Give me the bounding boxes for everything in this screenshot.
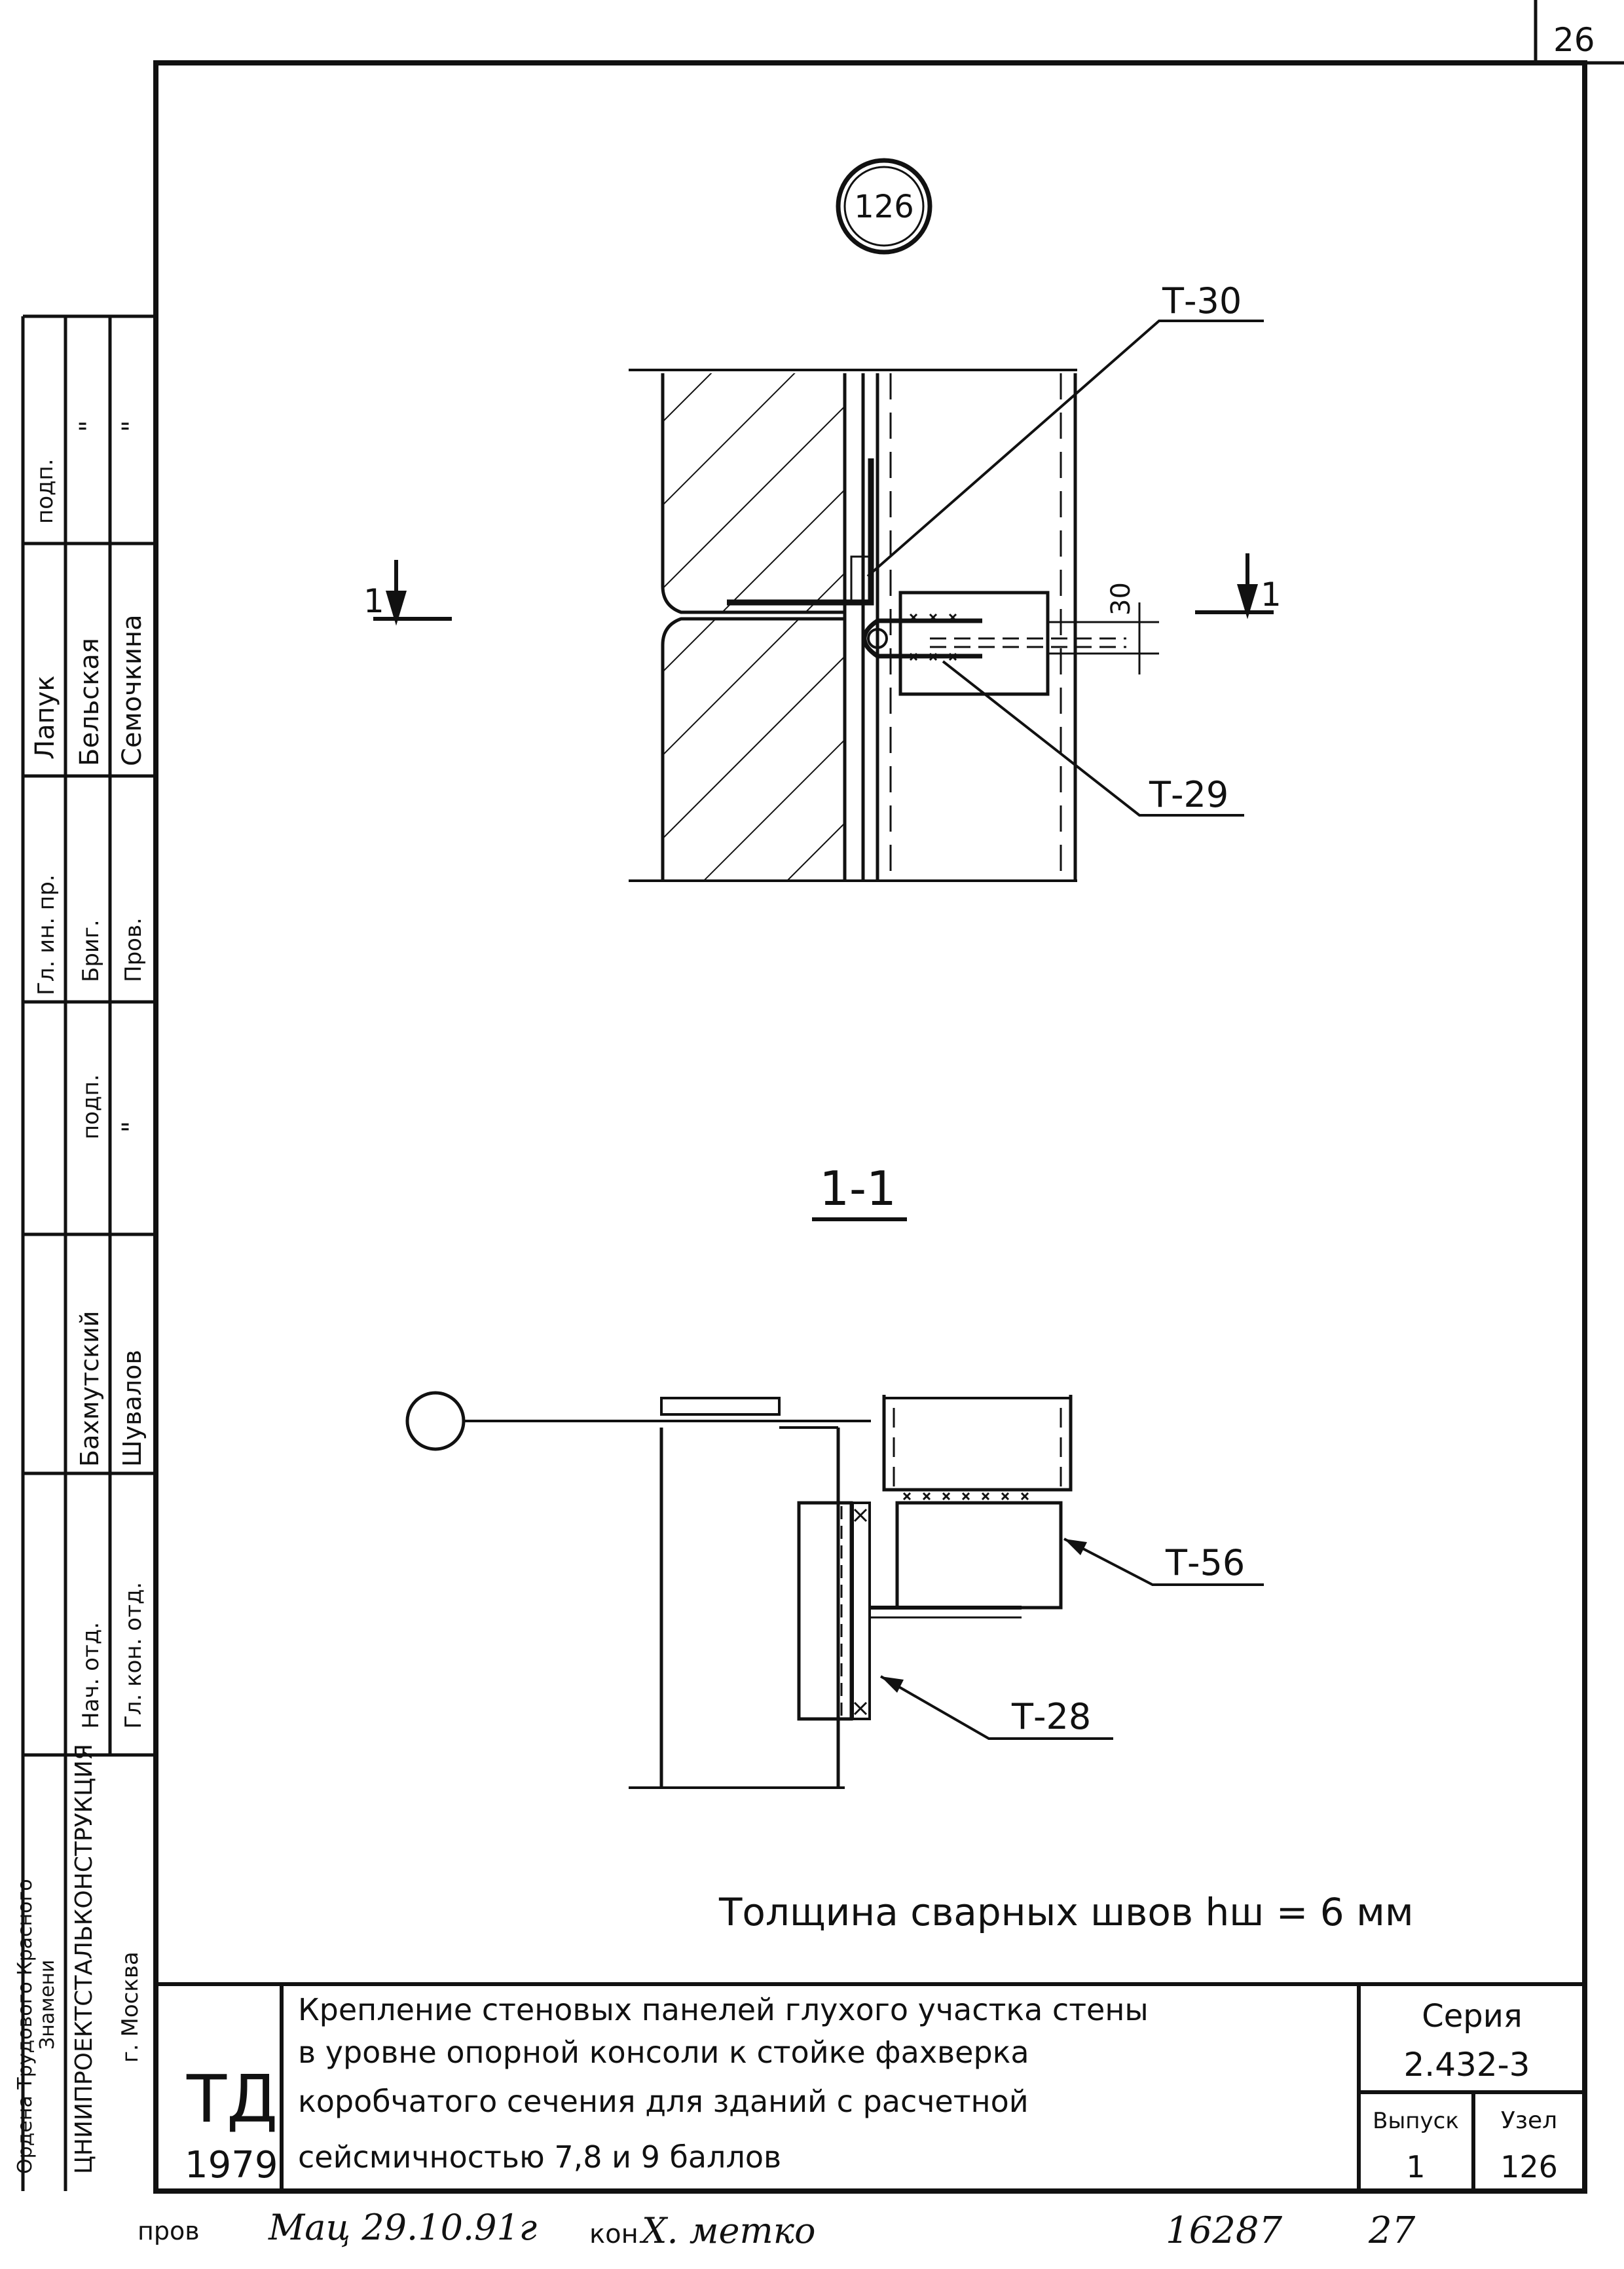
stamp-org-city: г. Москва: [117, 1951, 143, 2063]
title-code: ТД: [186, 2061, 278, 2137]
leader-lines-upper: [866, 320, 1264, 817]
footer-signature: Мац 29.10.91г: [268, 2207, 537, 2248]
callout-t30: Т-30: [1162, 280, 1242, 322]
stamp-ditto-1: ": [75, 420, 105, 432]
stamp-sign-label-2: подп.: [78, 1074, 104, 1139]
sheet-frame: [153, 0, 1624, 2194]
leader-arrows-lower: [881, 1539, 1087, 1693]
footer-sheet-number: 27: [1368, 2209, 1416, 2252]
stamp-org-name: ЦНИИПРОЕКТСТАЛЬКОНСТРУКЦИЯ: [71, 1744, 98, 2174]
issue-label: Выпуск: [1373, 2108, 1459, 2134]
stamp-ditto-3: ": [117, 1121, 147, 1133]
title-line-1: Крепление стеновых панелей глухого участ…: [298, 1992, 1149, 2027]
callout-t28: Т-28: [1011, 1696, 1091, 1737]
footer-check-label: пров: [138, 2217, 200, 2245]
title-year: 1979: [185, 2144, 278, 2186]
weld-marks-lower: [853, 1492, 1029, 1716]
callout-t56: Т-56: [1165, 1542, 1245, 1583]
node-callout-number: 126: [854, 189, 914, 225]
section-marker-left: [373, 560, 452, 626]
stamp-role-gl-kon-otd: Гл. кон. отд.: [120, 1582, 147, 1729]
title-block: [156, 1982, 1585, 2191]
node-callout: [836, 158, 932, 255]
series-value: 2.432-3: [1404, 2046, 1530, 2084]
stamp-org-line2: Знамени: [36, 1960, 59, 2050]
section-marker-right: [1195, 553, 1274, 619]
stamp-ditto-2: ": [117, 420, 147, 432]
weld-marks-upper: [909, 613, 957, 661]
stamp-name-semochkina: Семочкина: [117, 614, 147, 766]
callout-t29: Т-29: [1149, 774, 1228, 815]
lower-detail: [405, 1391, 1073, 1789]
side-stamp: [21, 314, 156, 2191]
stamp-name-belskaya: Бельская: [75, 638, 105, 766]
section-title: 1-1: [819, 1161, 896, 1216]
stamp-role-brig: Бриг.: [78, 919, 104, 982]
node-value: 126: [1500, 2149, 1558, 2185]
stamp-org-line1: Ордена Трудового Красного: [14, 1879, 37, 2174]
section-marker-right-label: 1: [1261, 576, 1282, 614]
stamp-name-bakhmutsky: Бахмутский: [75, 1311, 104, 1467]
leader-lines-lower: [880, 1538, 1264, 1740]
issue-value: 1: [1406, 2149, 1425, 2185]
section-marker-left-label: 1: [363, 582, 384, 620]
stamp-role-nach-otd: Нач. отд.: [78, 1622, 104, 1729]
page-number: 26: [1553, 21, 1595, 59]
footer-kon-label: кон: [589, 2219, 638, 2249]
series-label: Серия: [1422, 1998, 1522, 2035]
dimension-30: [1048, 602, 1159, 674]
stamp-role-prov: Пров.: [120, 917, 147, 982]
title-line-4: сейсмичностью 7,8 и 9 баллов: [298, 2139, 781, 2175]
stamp-role-gl-in-pr: Гл. ин. пр.: [33, 874, 60, 995]
title-line-3: коробчатого сечения для зданий с расчетн…: [298, 2084, 1029, 2119]
dimension-30-value: 30: [1106, 582, 1136, 616]
stamp-sign-label: подп.: [32, 458, 58, 524]
title-line-2: в уровне опорной консоли к стойке фахвер…: [298, 2035, 1029, 2070]
node-label: Узел: [1501, 2107, 1557, 2134]
stamp-name-shuvalov: Шувалов: [118, 1350, 147, 1467]
footer-kon-signature: Х. метко: [639, 2210, 815, 2251]
weld-note: Толщина сварных швов hш = 6 мм: [718, 1890, 1414, 1934]
upper-detail: [629, 369, 1126, 882]
stamp-name-lapuk: Лапук: [30, 675, 60, 760]
footer-doc-number: 16287: [1166, 2209, 1283, 2252]
